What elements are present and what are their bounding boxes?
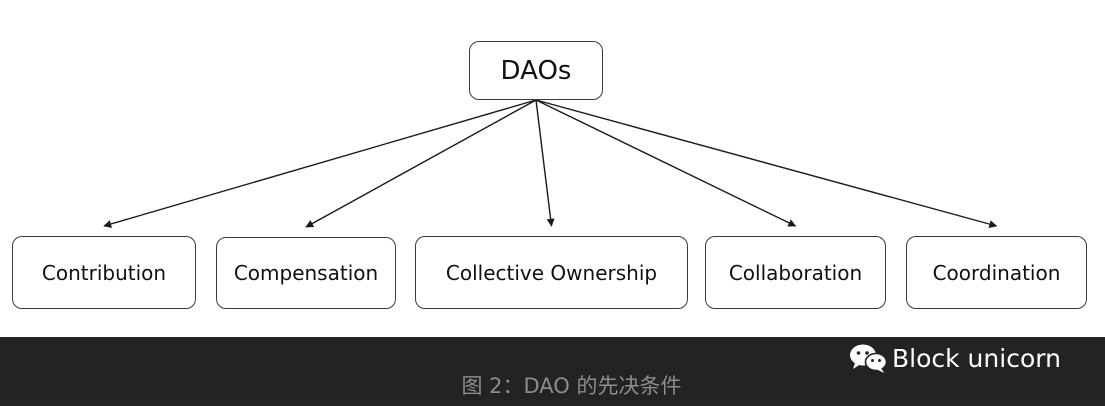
node-coordination-label: Coordination [932,260,1061,285]
watermark: Block unicorn [848,342,1061,374]
node-compensation-label: Compensation [233,261,379,285]
caption-bar [0,337,1105,406]
node-collaboration-label: Collaboration [728,260,863,285]
edge-daos-coordination [535,99,998,228]
node-collaboration: Collaboration [705,236,886,309]
edge-daos-collaboration [535,99,797,227]
diagram-canvas: DAOs Contribution Compensation Collectiv… [12,41,1087,309]
edge-daos-collective-ownership [535,99,555,227]
node-compensation: Compensation [216,237,396,309]
edge-daos-contribution [103,99,537,228]
edge-layer [103,99,998,228]
node-coordination: Coordination [906,236,1087,309]
node-daos: DAOs [469,41,603,100]
node-collective-ownership-label: Collective Ownership [445,260,658,285]
node-collective-ownership: Collective Ownership [415,236,688,309]
node-daos-label: DAOs [500,55,572,86]
wechat-icon [850,344,888,373]
node-contribution: Contribution [12,236,196,309]
node-contribution-label: Contribution [41,260,167,285]
watermark-text: Block unicorn [892,343,1061,373]
figure-caption: 图 2：DAO 的先决条件 [461,374,682,398]
edge-daos-compensation [305,99,537,228]
